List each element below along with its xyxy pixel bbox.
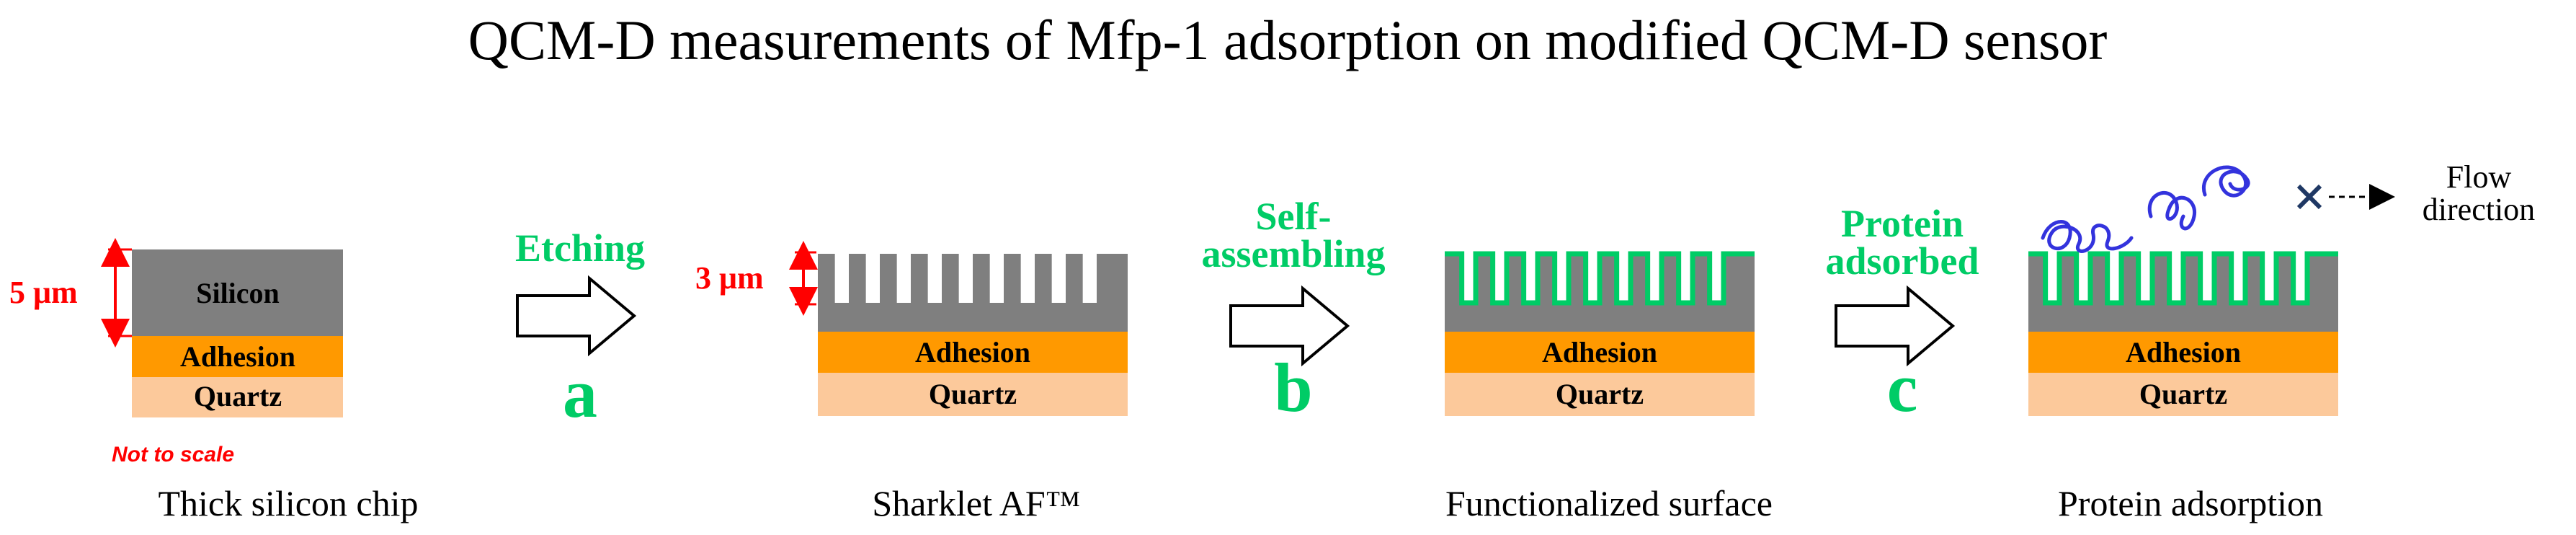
- silicon-label: Silicon: [196, 277, 280, 309]
- step-self-assembling: Self- assembling b: [1201, 195, 1385, 426]
- step-etching: Etching a: [515, 226, 645, 432]
- process-arrow-c: [1835, 285, 1956, 367]
- flow-cross-icon: [2296, 184, 2322, 210]
- step-b-label-line2: assembling: [1201, 232, 1385, 275]
- adhesion-label: Adhesion: [1542, 336, 1657, 368]
- quartz-label: Quartz: [929, 378, 1017, 410]
- caption-functionalized-surface: Functionalized surface: [1445, 483, 1773, 523]
- stage-protein-adsorption: Adhesion Quartz Flow direction Protein a…: [2028, 159, 2535, 523]
- stage-thick-silicon-chip: Silicon Adhesion Quartz 5 μm Not to scal…: [9, 238, 419, 523]
- quartz-label: Quartz: [194, 380, 282, 412]
- step-a-letter: a: [563, 355, 597, 432]
- quartz-layer: [2028, 373, 2338, 416]
- protein-strand-icon: [2147, 191, 2196, 231]
- adhesion-layer: [1445, 332, 1755, 373]
- stage-functionalized-surface: Adhesion Quartz Functionalized surface: [1445, 251, 1773, 523]
- adhesion-label: Adhesion: [2126, 336, 2241, 368]
- quartz-layer: [818, 373, 1128, 416]
- protein-strand-icon: [2201, 165, 2250, 198]
- quartz-layer: [1445, 373, 1755, 416]
- adhesion-layer: [818, 332, 1128, 373]
- caption-sharklet-af: Sharklet AF™: [872, 483, 1080, 523]
- protein-strand-icon: [2041, 220, 2134, 253]
- silicon-thickness-label: 5 μm: [9, 275, 78, 310]
- quartz-label: Quartz: [2139, 378, 2227, 410]
- step-a-label: Etching: [515, 226, 645, 270]
- feature-depth-label: 3 μm: [695, 260, 764, 296]
- step-c-label-line2: adsorbed: [1825, 239, 1979, 283]
- adhesion-label: Adhesion: [915, 336, 1030, 368]
- diagram-title: QCM-D measurements of Mfp-1 adsorption o…: [468, 9, 2108, 71]
- quartz-label: Quartz: [1556, 378, 1644, 410]
- adhesion-label: Adhesion: [180, 340, 295, 373]
- stage-sharklet-af: Adhesion Quartz 3 μm Sharklet AF™: [695, 241, 1128, 523]
- etched-silicon-layer: [818, 254, 1128, 332]
- quartz-layer: [132, 377, 343, 417]
- self-assembled-coating: [2028, 251, 2338, 306]
- process-arrow-b: [1229, 285, 1350, 367]
- process-arrow-a: [516, 275, 637, 357]
- flow-label-line2: direction: [2423, 192, 2535, 227]
- step-b-label-line1: Self-: [1256, 195, 1332, 238]
- step-c-letter: c: [1887, 349, 1918, 426]
- caption-protein-adsorption: Protein adsorption: [2058, 483, 2323, 523]
- not-to-scale-note: Not to scale: [112, 443, 234, 467]
- step-c-label-line1: Protein: [1841, 202, 1964, 245]
- flow-label-line1: Flow: [2446, 159, 2512, 195]
- adhesion-layer: [132, 336, 343, 377]
- caption-thick-silicon-chip: Thick silicon chip: [158, 483, 418, 523]
- adhesion-layer: [2028, 332, 2338, 373]
- self-assembled-coating: [1445, 251, 1755, 306]
- step-protein-adsorbed: Protein adsorbed c: [1825, 202, 1979, 426]
- silicon-layer: [132, 249, 343, 336]
- step-b-letter: b: [1274, 349, 1312, 426]
